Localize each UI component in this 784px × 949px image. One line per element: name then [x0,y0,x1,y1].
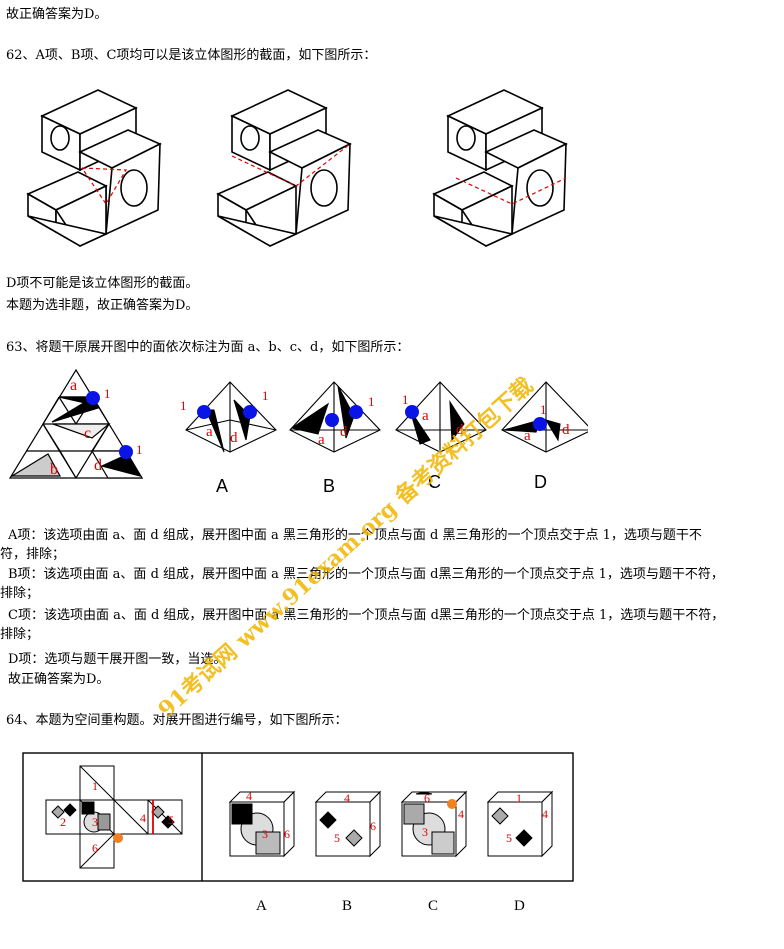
svg-text:a: a [318,432,325,448]
svg-text:1: 1 [136,442,143,457]
cube-option-c [400,790,468,858]
svg-text:d: d [456,422,464,438]
cube-option-d [486,790,554,858]
svg-text:4: 4 [458,807,464,821]
svg-text:5: 5 [168,813,174,827]
question-64-text: 64、本题为空间重构题。对展开图进行编号，如下图所示： [6,713,348,728]
q63-option-label: B [323,476,336,496]
option-c-pyramid [395,381,487,453]
svg-text:1: 1 [516,791,522,805]
q64-option-label: D [514,898,525,914]
svg-text:c: c [84,425,91,442]
option-d-pyramid [501,381,588,453]
vertex-dot [119,445,133,459]
svg-text:1: 1 [104,386,111,401]
vertex-dot [86,391,100,405]
solid-figure-a [26,89,162,248]
solid-figure-b [216,89,352,248]
svg-text:2: 2 [60,815,66,829]
question-63-text: 63、将题干原展开图中的面依次标注为面 a、b、c、d，如下图所示： [6,340,410,355]
q62-d-explain: D项不可能是该立体图形的截面。 [6,276,199,291]
svg-text:6: 6 [284,827,290,841]
q64-option-label: A [256,898,267,914]
svg-text:6: 6 [92,841,98,855]
vertex-dot [325,413,339,427]
svg-text:a: a [524,428,531,444]
svg-text:1: 1 [540,402,547,417]
q63-c-explain-2: 排除； [0,627,40,642]
svg-text:d: d [94,457,102,474]
q64-option-label: C [428,898,439,914]
vertex-dot [349,405,363,419]
option-a-pyramid [185,381,277,453]
q63-option-label: A [216,476,229,496]
svg-text:a: a [206,424,213,440]
cube-option-a [228,790,296,858]
q63-option-label: C [428,472,441,492]
svg-text:5: 5 [334,831,340,845]
svg-text:d: d [230,430,238,446]
svg-text:6: 6 [370,819,376,833]
svg-text:1: 1 [92,779,98,793]
solid-figure-c [432,89,568,248]
svg-text:d: d [562,422,570,438]
svg-text:1: 1 [180,398,187,413]
svg-text:5: 5 [506,831,512,845]
question-62-text: 62、A项、B项、C项均可以是该立体图形的截面，如下图所示： [6,48,377,63]
q62-answer: 本题为选非题，故正确答案为D。 [6,298,199,313]
q63-a-explain-1: A项：该选项由面 a、面 d 组成，展开图中面 a 黑三角形的一个顶点与面 d … [8,528,702,543]
q63-a-explain-2: 符，排除； [0,547,66,562]
answer-line-61: 故正确答案为D。 [6,7,108,22]
svg-text:a: a [422,408,429,424]
q63-b-explain-1: B项：该选项由面 a、面 d 组成，展开图中面 a 黑三角形的一个顶点与面 d黑… [8,567,724,582]
q62-solid-figures [26,89,568,248]
svg-text:a: a [70,377,77,394]
svg-text:4: 4 [542,807,548,821]
q64-net-and-cubes: 1 2 3 4 5 6 [22,752,574,882]
svg-text:b: b [50,461,58,478]
q63-d-explain: D项：选项与题干展开图一致，当选。 [8,652,227,667]
vertex-dot [197,405,211,419]
q63-b-explain-2: 排除； [0,586,40,601]
svg-text:4: 4 [344,791,350,805]
svg-text:1: 1 [368,394,375,409]
svg-text:1: 1 [402,392,409,407]
svg-text:d: d [340,424,348,440]
vertex-dot [533,417,547,431]
vertex-dot [405,405,419,419]
q63-c-explain-1: C项：该选项由面 a、面 d 组成，展开图中面 a 黑三角形的一个顶点与面 d黑… [8,608,725,623]
q63-option-label: D [534,472,547,492]
q64-option-label: B [342,898,353,914]
svg-text:3: 3 [422,825,428,839]
svg-text:3: 3 [262,827,268,841]
svg-text:6: 6 [424,791,430,805]
q63-net-and-options: a c b d 1 1 [8,368,588,480]
q63-answer: 故正确答案为D。 [8,672,110,687]
svg-text:1: 1 [262,388,269,403]
vertex-dot [243,405,257,419]
svg-text:4: 4 [246,789,252,803]
cube-option-b [314,790,382,858]
svg-text:3: 3 [92,815,98,829]
svg-text:4: 4 [140,811,146,825]
